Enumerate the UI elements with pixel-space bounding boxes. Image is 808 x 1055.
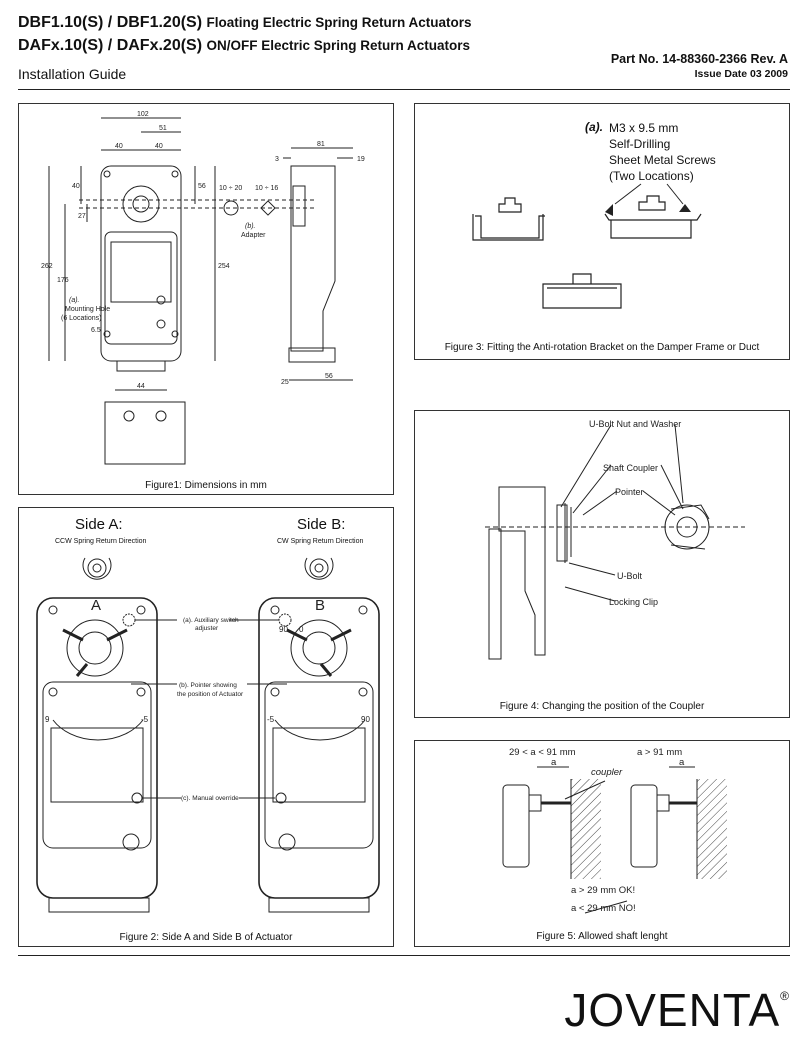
joventa-logo: JOVENTA®	[564, 983, 790, 1037]
letter-a: A	[91, 597, 101, 614]
title-line-2: DAFx.10(S) / DAFx.20(S) ON/OFF Electric …	[18, 37, 470, 55]
issue-date: Issue Date 03 2009	[694, 68, 788, 80]
locking-clip-label: Locking Clip	[609, 597, 658, 607]
dim-10-16: 10 ÷ 16	[255, 185, 278, 192]
range-2: a > 91 mm	[637, 747, 682, 758]
figure-1-panel: 102 51 40 40 81 3 19 40 27 56 262 176 25…	[18, 103, 394, 495]
ccw-label: CCW Spring Return Direction	[55, 538, 147, 545]
figure-2-drawing: A B (a). Auxiliary switch adjuster (b). …	[36, 557, 380, 913]
installation-guide-label: Installation Guide	[18, 66, 127, 82]
ubolt-label: U-Bolt	[617, 571, 643, 581]
adapter-label: Adapter	[241, 232, 266, 239]
mount-label-2: (6 Locations)	[61, 315, 101, 322]
dim-51: 51	[159, 125, 167, 132]
a-label-left: a	[551, 757, 557, 768]
figure-4-caption: Figure 4: Changing the position of the C…	[499, 701, 705, 712]
range-1: 29 < a < 91 mm	[509, 747, 576, 758]
dim-254: 254	[218, 263, 230, 270]
dim-40c: 40	[72, 183, 80, 190]
ubolt-nut-label: U-Bolt Nut and Washer	[589, 419, 681, 429]
aux-label-2: adjuster	[195, 625, 219, 632]
no-label: a < 29 mm NO!	[571, 903, 636, 914]
figure-4-panel: U-Bolt Nut and Washer Shaft Coupler Poin…	[414, 410, 790, 718]
scale-b-left: -5	[267, 715, 275, 724]
dim-102: 102	[137, 111, 149, 118]
scale-a-left: 9	[45, 715, 50, 724]
figure-1-caption: Figure1: Dimensions in mm	[145, 480, 267, 491]
header-rule	[18, 89, 790, 90]
screw-spec-line-1: M3 x 9.5 mm	[609, 121, 679, 135]
manual-label: (c). Manual override	[181, 795, 239, 802]
dim-56: 56	[198, 183, 206, 190]
coupler-label: coupler	[591, 767, 623, 778]
pointer-label: Pointer	[615, 487, 644, 497]
dim-262: 262	[41, 263, 53, 270]
dim-176: 176	[57, 277, 69, 284]
screw-spec-line-3: Sheet Metal Screws	[609, 153, 716, 167]
mount-label-1: Mounting Hole	[65, 306, 110, 313]
adapter-label-b: (b).	[245, 223, 256, 230]
dim-81: 81	[317, 141, 325, 148]
scale-a-right: -5	[141, 715, 149, 724]
mount-label-a: (a).	[69, 297, 80, 304]
side-a-title: Side A:	[75, 516, 123, 533]
side-b-title: Side B:	[297, 516, 346, 533]
figure-3-panel: (a). M3 x 9.5 mm Self-Drilling Sheet Met…	[414, 103, 790, 360]
dim-19: 19	[357, 156, 365, 163]
title-line-1: DBF1.10(S) / DBF1.20(S) Floating Electri…	[18, 14, 472, 32]
screw-label-a: (a).	[585, 120, 603, 134]
footer-rule	[18, 955, 790, 956]
dim-10-20: 10 ÷ 20	[219, 185, 242, 192]
dim-56b: 56	[325, 373, 333, 380]
figure-2-caption: Figure 2: Side A and Side B of Actuator	[119, 932, 293, 943]
screw-spec-line-4: (Two Locations)	[609, 169, 694, 183]
dim-44: 44	[137, 383, 145, 390]
a-label-right: a	[679, 757, 685, 768]
screw-spec: M3 x 9.5 mm Self-Drilling Sheet Metal Sc…	[609, 120, 716, 184]
figure-4-drawing: U-Bolt Nut and Washer Shaft Coupler Poin…	[485, 419, 745, 660]
aux-label-1: (a). Auxiliary switch	[183, 617, 239, 624]
desc-line-2: ON/OFF Electric Spring Return Actuators	[206, 38, 471, 53]
dim-40a: 40	[115, 143, 123, 150]
dim-40b: 40	[155, 143, 163, 150]
pointer-label-1: (b). Pointer showing	[179, 682, 237, 689]
screw-spec-line-2: Self-Drilling	[609, 137, 671, 151]
dim-6-5: 6.5	[91, 327, 101, 334]
dim-25: 25	[281, 379, 289, 386]
logo-text: JOVENTA	[564, 984, 781, 1036]
part-number: Part No. 14-88360-2366 Rev. A	[610, 52, 788, 66]
figure-5-drawing: 29 < a < 91 mm a > 91 mm a a coupler a >…	[502, 747, 727, 914]
figure-3-caption: Figure 3: Fitting the Anti-rotation Brac…	[444, 342, 760, 353]
pointer-label-2: the position of Actuator	[177, 691, 244, 698]
logo-reg: ®	[780, 989, 790, 1003]
model-line-1: DBF1.10(S) / DBF1.20(S)	[18, 14, 203, 31]
shaft-coupler-label: Shaft Coupler	[603, 463, 658, 473]
figure-5-caption: Figure 5: Allowed shaft lenght	[536, 931, 668, 942]
ok-label: a > 29 mm OK!	[571, 885, 635, 896]
model-line-2: DAFx.10(S) / DAFx.20(S)	[18, 37, 203, 54]
scale-b-right: 90	[361, 715, 370, 724]
b-90: 90	[279, 625, 288, 634]
figure-2-panel: Side A: Side B: CCW Spring Return Direct…	[18, 507, 394, 947]
cw-label: CW Spring Return Direction	[277, 538, 364, 545]
dim-27: 27	[78, 213, 86, 220]
figure-5-panel: 29 < a < 91 mm a > 91 mm a a coupler a >…	[414, 740, 790, 947]
figure-3-drawing	[472, 183, 702, 309]
figure-1-drawing: 102 51 40 40 81 3 19 40 27 56 262 176 25…	[41, 111, 365, 465]
desc-line-1: Floating Electric Spring Return Actuator…	[206, 15, 472, 30]
b-0: 0	[299, 625, 304, 634]
letter-b: B	[315, 597, 325, 614]
dim-3: 3	[275, 156, 279, 163]
